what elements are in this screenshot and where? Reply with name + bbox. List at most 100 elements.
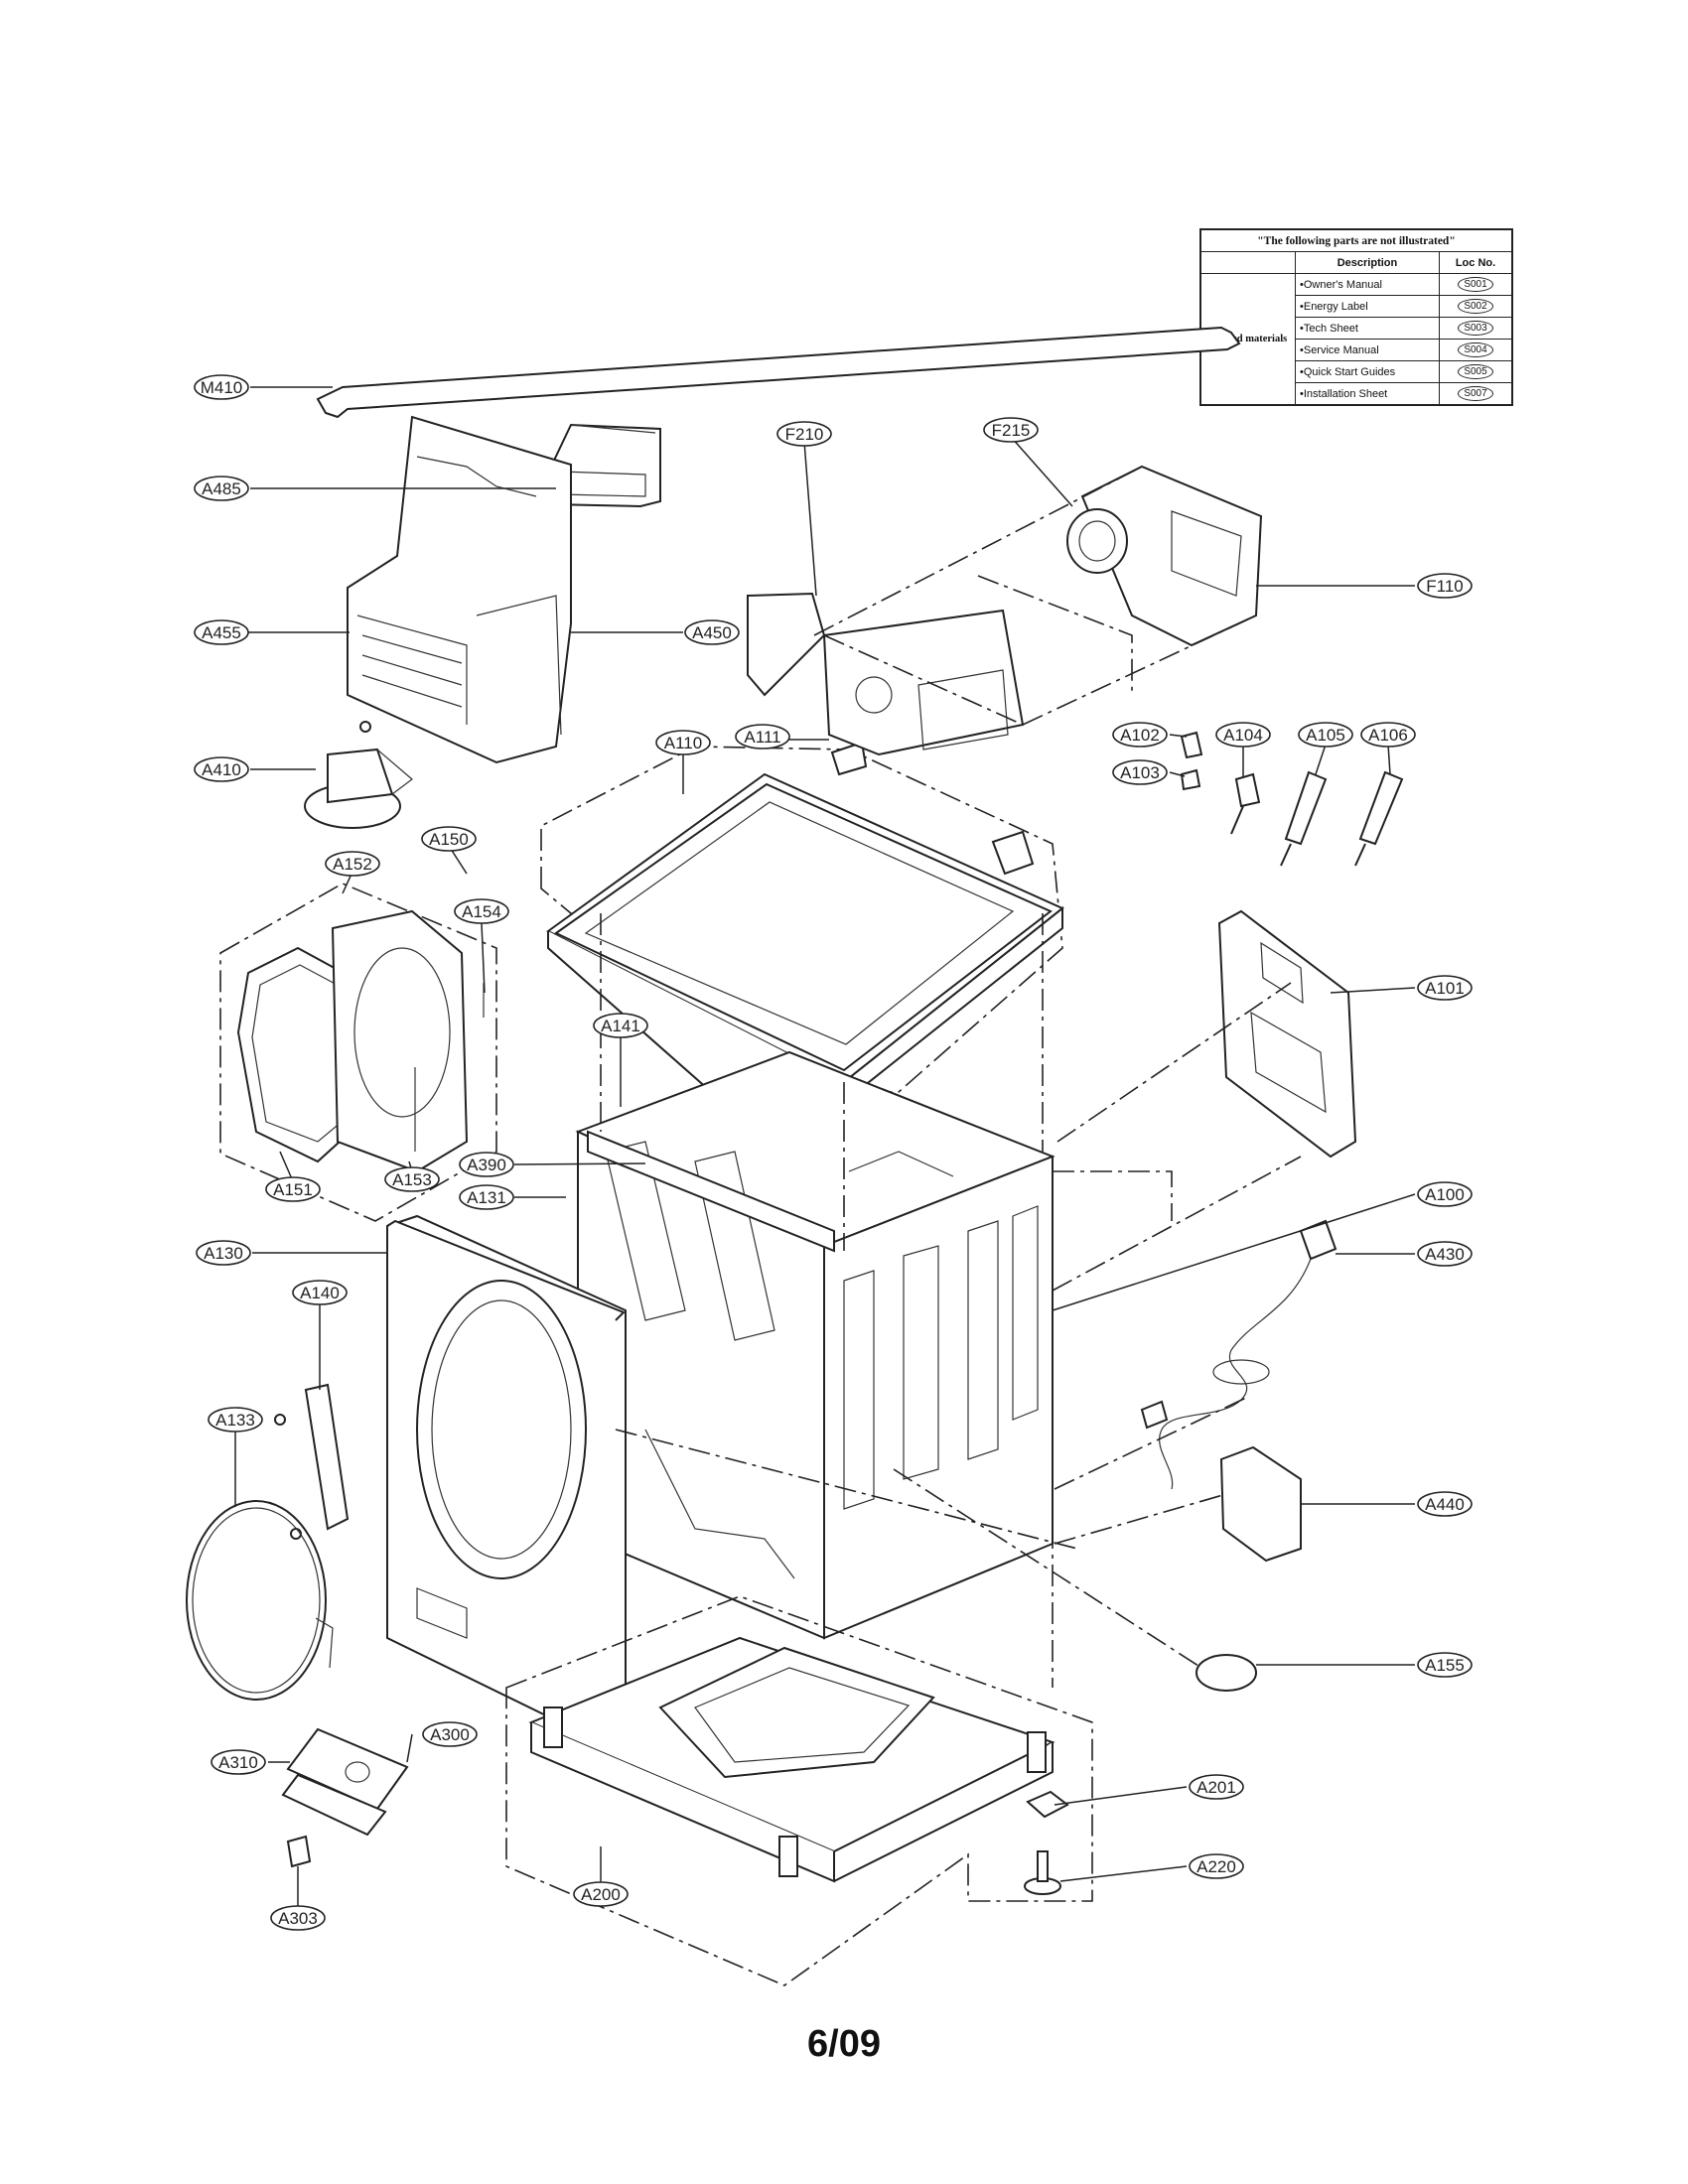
clip-a111: [830, 741, 868, 776]
callout-a200: A200: [573, 1881, 629, 1907]
callout-a220: A220: [1189, 1853, 1244, 1879]
loc-badge: S004: [1458, 342, 1493, 357]
callout-a303: A303: [270, 1905, 326, 1931]
control-box-a450: [347, 415, 572, 764]
callout-a300: A300: [422, 1721, 478, 1747]
callout-a410: A410: [194, 756, 249, 782]
callout-text: A153: [392, 1170, 432, 1189]
loc-badge: S002: [1458, 299, 1493, 314]
callout-text: M410: [201, 378, 243, 397]
table-row: •Service Manual S004: [1200, 339, 1513, 361]
callout-a105: A105: [1298, 722, 1353, 748]
parts-not-illustrated-table: "The following parts are not illustrated…: [1199, 228, 1513, 406]
callout-text: A155: [1425, 1656, 1465, 1675]
callout-text: A106: [1368, 726, 1408, 745]
callout-a455: A455: [194, 619, 249, 645]
callout-text: A105: [1306, 726, 1345, 745]
callout-text: A111: [744, 728, 780, 747]
callout-text: A141: [601, 1017, 640, 1035]
leveling-foot-a220: [1024, 1850, 1061, 1895]
callout-text: A455: [202, 623, 241, 642]
control-panel-f210: [747, 592, 1025, 756]
door-assembly: [219, 883, 497, 1222]
knob-a102: [1180, 731, 1203, 759]
spring-a104: [1230, 772, 1261, 835]
callout-text: F215: [992, 421, 1031, 440]
callout-a150: A150: [421, 826, 477, 852]
base-a200: [505, 1595, 1093, 1986]
page-number: 6/09: [807, 2023, 881, 2065]
callout-a110: A110: [655, 730, 711, 755]
assembly-guide-lines: [600, 913, 1302, 1688]
callout-a153: A153: [384, 1166, 440, 1192]
loc-badge: S003: [1458, 321, 1493, 336]
callout-text: A200: [581, 1885, 621, 1904]
drain-plug-a303: [286, 1835, 312, 1868]
loc-badge: S001: [1458, 277, 1493, 292]
callout-text: A201: [1196, 1778, 1236, 1797]
callout-text: A101: [1425, 979, 1465, 998]
callout-text: A103: [1120, 763, 1160, 782]
table-cell-description: •Quick Start Guides: [1295, 360, 1440, 383]
callout-a130: A130: [196, 1240, 251, 1266]
callout-a152: A152: [325, 851, 380, 877]
callout-text: A220: [1196, 1857, 1236, 1876]
callout-text: A150: [429, 830, 469, 849]
callout-f210: F210: [776, 421, 832, 447]
callout-text: A100: [1425, 1185, 1465, 1204]
callout-a390: A390: [459, 1152, 514, 1177]
callout-text: A154: [462, 902, 501, 921]
callout-a133: A133: [208, 1407, 263, 1433]
callout-a485: A485: [194, 476, 249, 501]
gasket-ring-a133: [186, 1500, 334, 1701]
callout-a310: A310: [211, 1749, 266, 1775]
callout-f215: F215: [983, 417, 1039, 443]
table-cell-loc: S007: [1439, 382, 1513, 406]
callout-a151: A151: [265, 1176, 321, 1202]
callout-f110: F110: [1417, 573, 1473, 599]
cover-a300: [281, 1727, 409, 1837]
table-cell-description: •Energy Label: [1295, 295, 1440, 318]
bracket-bar-m410: [316, 326, 1241, 419]
callout-text: A133: [215, 1411, 255, 1430]
callout-a141: A141: [593, 1013, 648, 1038]
callout-text: F110: [1426, 577, 1464, 596]
callout-a100: A100: [1417, 1181, 1473, 1207]
loc-badge: S005: [1458, 364, 1493, 379]
power-cord-a430: [1140, 1219, 1337, 1490]
callout-text: A300: [430, 1725, 470, 1744]
callout-text: A450: [692, 623, 732, 642]
loc-badge: S007: [1458, 386, 1493, 401]
callout-a104: A104: [1215, 722, 1271, 748]
damper-a105: [1280, 770, 1328, 867]
callout-a450: A450: [684, 619, 740, 645]
callout-a102: A102: [1112, 722, 1168, 748]
table-cell-description: •Tech Sheet: [1295, 317, 1440, 340]
callout-a440: A440: [1417, 1491, 1473, 1517]
table-cell-loc: S005: [1439, 360, 1513, 383]
callout-a111: A111: [735, 724, 790, 750]
table-row: •Tech Sheet S003: [1200, 317, 1513, 340]
noise-filter-a440: [1219, 1445, 1302, 1563]
pump-motor-a410: [304, 721, 413, 829]
callout-a131: A131: [459, 1184, 514, 1210]
callout-text: A110: [664, 734, 702, 752]
callout-text: A310: [218, 1753, 258, 1772]
callout-a101: A101: [1417, 975, 1473, 1001]
callout-text: A485: [202, 479, 241, 498]
clip-a111-2: [991, 830, 1035, 876]
callout-text: A130: [204, 1244, 243, 1263]
table-row: •Installation Sheet S007: [1200, 382, 1513, 406]
table-cell-description: •Installation Sheet: [1295, 382, 1440, 406]
dispenser-f110: [1066, 465, 1263, 647]
callout-text: A430: [1425, 1245, 1465, 1264]
hinge-a140: [274, 1383, 350, 1540]
cabinet-a100: [575, 1050, 1055, 1640]
callout-a140: A140: [292, 1280, 348, 1305]
callout-a103: A103: [1112, 759, 1168, 785]
callout-text: A102: [1120, 726, 1160, 745]
rear-panel-a101: [1217, 909, 1357, 1159]
callout-text: A131: [467, 1188, 506, 1207]
callout-a106: A106: [1360, 722, 1416, 748]
